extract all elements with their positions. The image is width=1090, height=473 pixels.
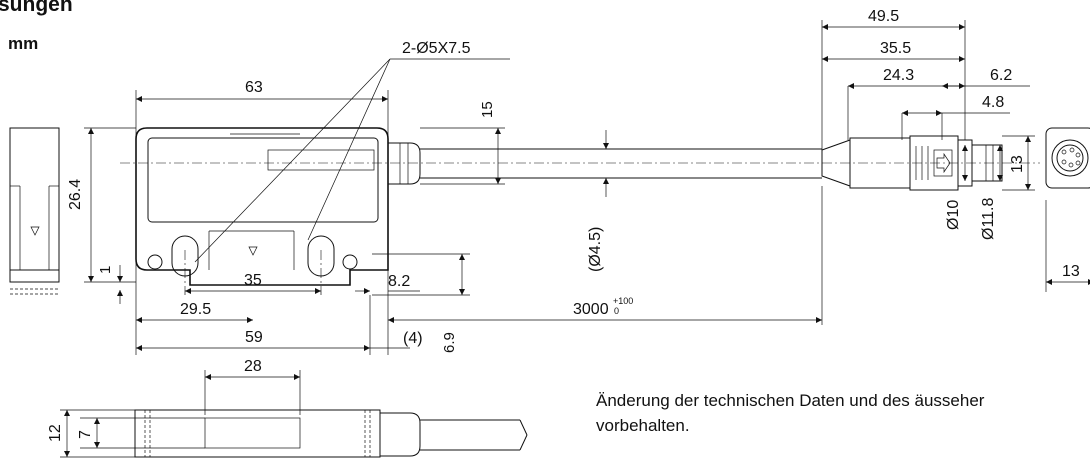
dim-15: 15 [479,101,496,118]
dim-8-2: 8.2 [388,273,410,290]
note-line-1: Änderung der technischen Daten und des ä… [596,391,985,410]
dim-7: 7 [77,430,94,439]
sensor-body [135,127,421,290]
unit-label: mm [8,34,39,53]
dim-26-4: 26.4 [67,179,84,210]
bottom-view [134,409,528,458]
dim-dia-10: Ø10 [945,200,962,230]
arrow-box-icon [933,149,953,177]
dim-dia-11-8: Ø11.8 [980,198,997,241]
dim-35-5: 35.5 [880,40,911,57]
dim-4: (4) [403,330,423,347]
dim-4-8: 4.8 [982,94,1004,111]
dimension-lines [64,24,1090,457]
dim-24-3: 24.3 [883,67,914,84]
dim-49-5: 49.5 [868,8,899,25]
section-title: sungen [0,0,73,16]
dim-12: 12 [47,424,64,442]
dim-28: 28 [244,358,262,375]
dim-13-horizontal: 13 [1062,263,1080,280]
dim-6-2: 6.2 [990,67,1012,84]
dim-35: 35 [244,272,262,289]
dim-13-vertical: 13 [1009,155,1026,173]
dim-3000-tol-lower: 0 [614,306,619,316]
triangle-marker-icon [30,226,40,236]
dim-hole-spec: 2-Ø5X7.5 [402,40,471,57]
dim-59: 59 [245,329,263,346]
cable [120,148,1040,179]
dimension-labels: 63 2-Ø5X7.5 15 26.4 1 (Ø4.5) 6.9 35 8.2 … [47,8,1080,442]
dim-1: 1 [97,266,114,274]
extension-lines [60,20,1047,458]
dim-3000-tol-upper: +100 [613,296,633,306]
connector-end-view [1045,127,1090,189]
dim-63: 63 [245,79,263,96]
triangle-marker-icon [248,246,258,256]
dim-29-5: 29.5 [180,301,211,318]
dim-3000: 3000 [573,301,609,318]
note-line-2: vorbehalten. [596,416,690,435]
dim-cable-dia: (Ø4.5) [587,227,604,272]
dim-6-9: 6.9 [441,332,458,353]
connector [821,135,1003,191]
side-view [9,127,60,295]
